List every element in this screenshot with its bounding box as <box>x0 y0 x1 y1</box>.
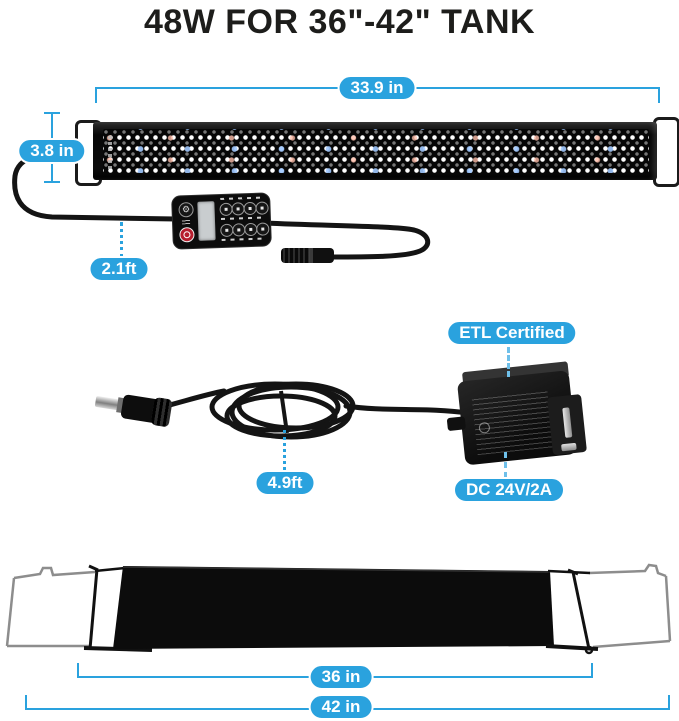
mount-panel-edge-highlight <box>122 566 551 573</box>
dc-connector <box>281 248 334 263</box>
leader-power-cable <box>283 430 286 470</box>
brand-marking <box>108 133 112 169</box>
power-adapter <box>446 360 594 475</box>
ok-button[interactable] <box>256 222 270 236</box>
mount-wire-right-inner <box>545 568 599 655</box>
mount-wire-left-inner <box>83 564 153 652</box>
led-panel <box>103 129 649 173</box>
controller-display <box>197 201 216 241</box>
button-label-row <box>221 237 266 242</box>
adapter-cable-boot <box>446 416 466 432</box>
dim-label-controller-cable: 2.1ft <box>88 256 150 282</box>
dim-label-bar-length: 33.9 in <box>337 75 417 101</box>
power-button[interactable] <box>179 226 195 243</box>
led-light-bar <box>93 122 657 180</box>
mode-button[interactable] <box>255 201 269 215</box>
controller: ⚙ <box>171 192 272 250</box>
dim-label-outer-span: 42 in <box>308 694 374 720</box>
dim-label-bar-height: 3.8 in <box>17 138 87 164</box>
cable-coil-loop <box>236 381 356 431</box>
mount-wire-left-outer <box>5 566 96 648</box>
settings-button[interactable]: ⚙ <box>178 201 194 218</box>
callout-etl-certified: ETL Certified <box>446 320 578 346</box>
dim-label-power-cable: 4.9ft <box>254 470 316 496</box>
dim-label-inner-span: 36 in <box>308 664 374 690</box>
button-label-row <box>220 196 265 201</box>
cable-coil-tie <box>279 390 289 434</box>
mount-wire-right-outer <box>588 563 672 649</box>
cable-controller-to-connector <box>261 220 431 260</box>
cord-coil-to-adapter <box>343 403 471 416</box>
leader-controller-cable <box>120 222 123 258</box>
leader-etl <box>507 347 510 377</box>
button-label-row <box>220 216 265 221</box>
mount-panel <box>113 566 554 649</box>
cord-plug-to-coil <box>163 388 227 409</box>
plug-strain-relief <box>150 396 173 428</box>
callout-adapter-output: DC 24V/2A <box>453 477 565 503</box>
leader-dc-output <box>504 452 507 478</box>
page-title: 48W FOR 36"-42" TANK <box>143 3 536 41</box>
speaker-icon <box>181 219 191 225</box>
